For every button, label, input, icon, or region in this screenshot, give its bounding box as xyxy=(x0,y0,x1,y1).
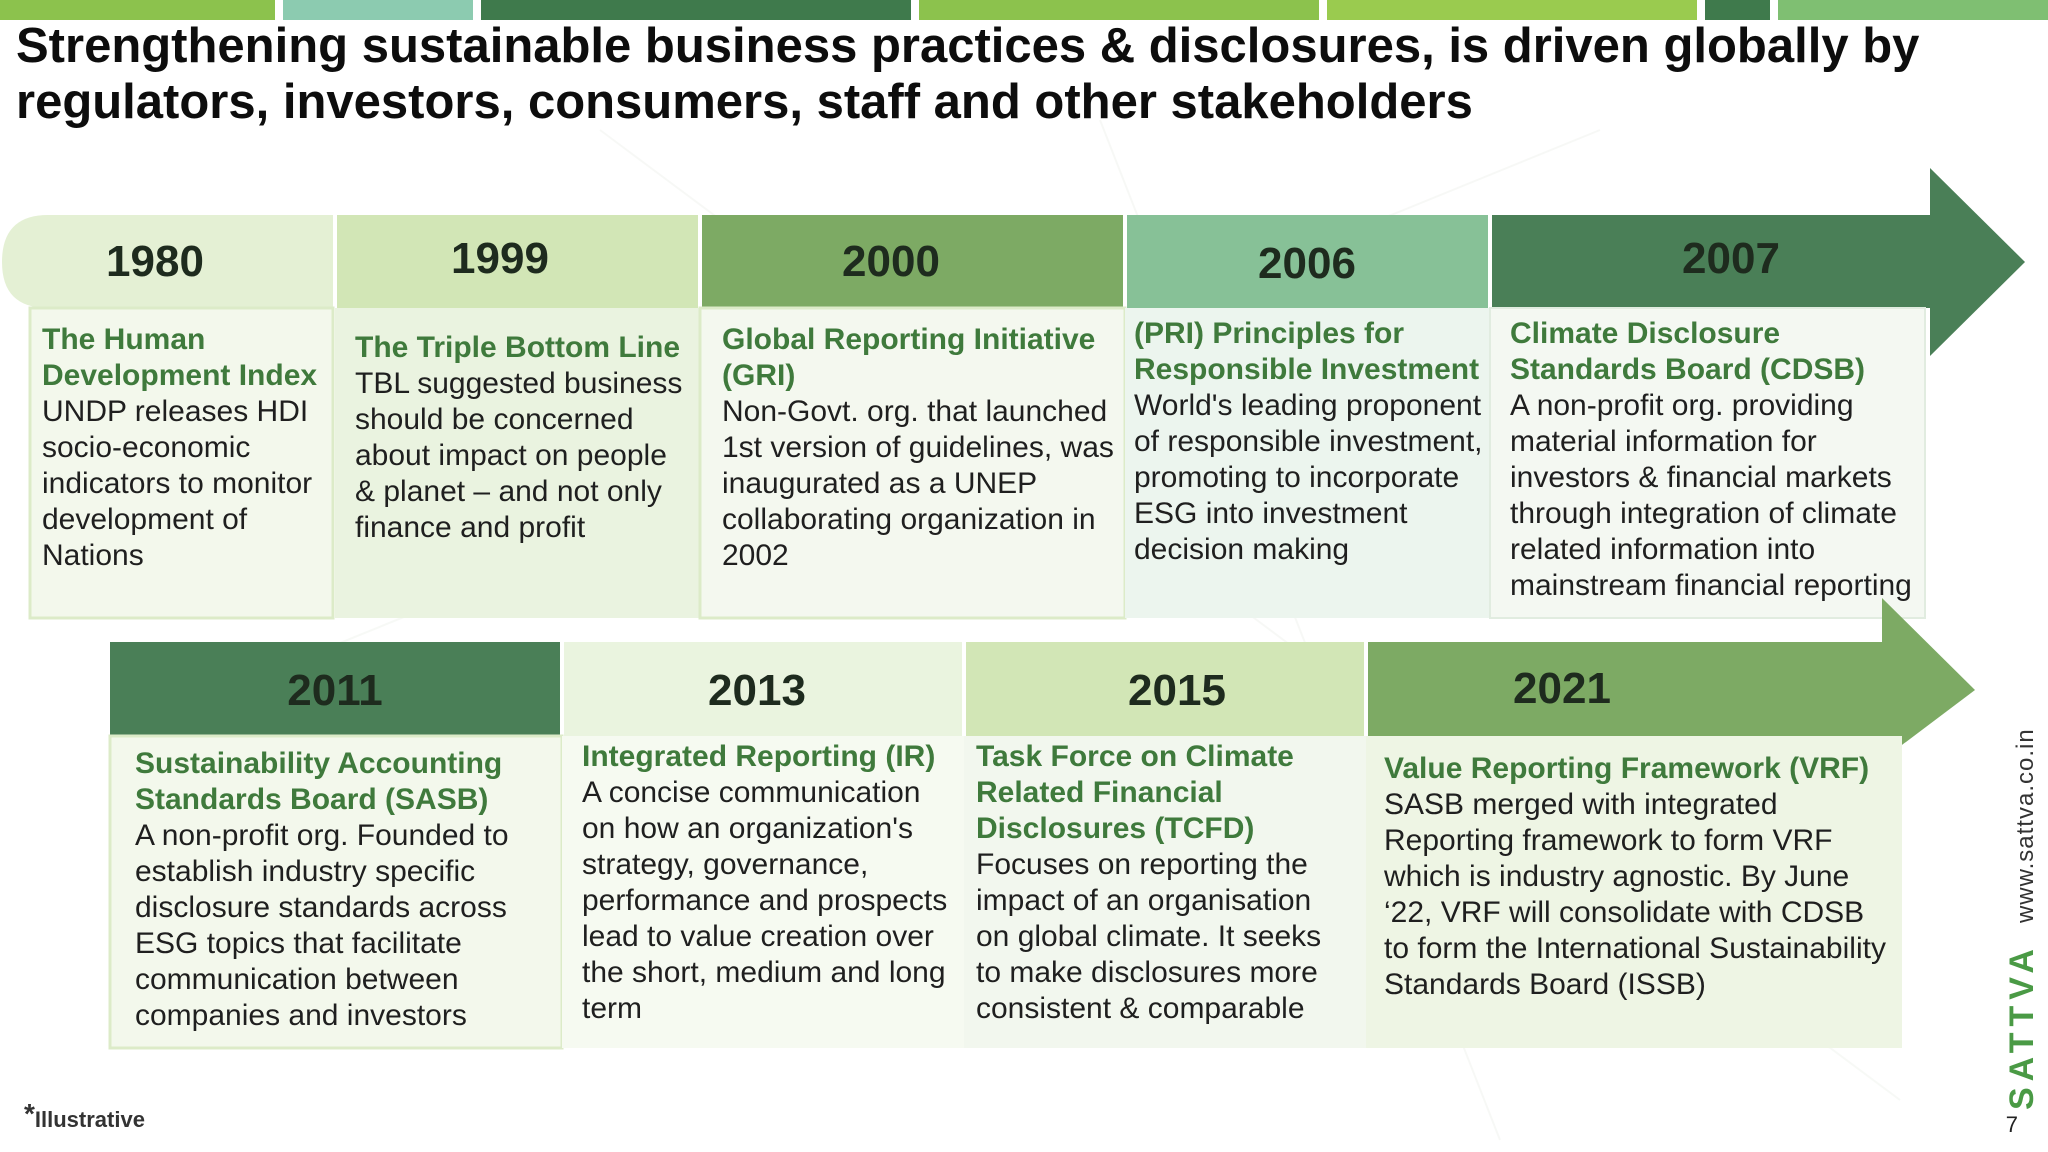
milestone-title: Global Reporting Initiative (GRI) xyxy=(722,323,1096,392)
row2-card-box-2011 xyxy=(108,734,564,1050)
row2-card-box-2013 xyxy=(562,736,964,1048)
row1-card-box-1999 xyxy=(335,308,700,618)
row2-year-cell-2015 xyxy=(964,642,1366,736)
row1-arrow-head xyxy=(1930,168,2025,356)
milestone-card-2006: (PRI) Principles for Responsible Investm… xyxy=(1134,316,1486,568)
page-number: 7 xyxy=(2005,1112,2018,1137)
row2-year-cell-2021 xyxy=(1366,642,1882,736)
top-decorative-strip xyxy=(0,0,2048,20)
milestone-title: Value Reporting Framework (VRF) xyxy=(1384,752,1870,785)
milestone-title: Climate Disclosure Standards Board (CDSB… xyxy=(1510,317,1866,386)
milestone-card-2021: Value Reporting Framework (VRF) SASB mer… xyxy=(1384,751,1896,1003)
milestone-card-2011: Sustainability Accounting Standards Boar… xyxy=(135,746,559,1034)
sattva-logo: SATTVA xyxy=(2003,943,2041,1110)
year-label-2021: 2021 xyxy=(1513,664,1611,713)
row1-year-cell-2000 xyxy=(700,215,1125,308)
row1-year-cell-1999 xyxy=(335,215,700,308)
milestone-card-1980: The Human Development Index UNDP release… xyxy=(42,322,330,574)
milestone-description: UNDP releases HDI socio-economic indicat… xyxy=(42,395,313,572)
milestone-card-2013: Integrated Reporting (IR) A concise comm… xyxy=(582,739,962,1027)
milestone-title: The Triple Bottom Line xyxy=(355,331,681,364)
milestone-title: Task Force on Climate Related Financial … xyxy=(976,740,1294,845)
milestone-title: Integrated Reporting (IR) xyxy=(582,740,936,773)
brand-vertical: SATTVA www.sattva.co.in xyxy=(2003,728,2047,1110)
year-label-1980: 1980 xyxy=(106,237,204,286)
milestone-description: A non-profit org. providing material inf… xyxy=(1510,389,1912,602)
row2-card-box-2015 xyxy=(964,736,1366,1048)
milestone-description: A non-profit org. Founded to establish i… xyxy=(135,819,509,1032)
footnote-illustrative: *Illustrative xyxy=(24,1098,145,1132)
year-label-2007: 2007 xyxy=(1682,234,1780,283)
milestone-card-2000: Global Reporting Initiative (GRI) Non-Go… xyxy=(722,322,1120,574)
milestone-card-2007: Climate Disclosure Standards Board (CDSB… xyxy=(1510,316,1922,604)
row2-year-cell-2013 xyxy=(562,642,964,736)
row1-year-cell-2007 xyxy=(1490,215,1930,308)
milestone-description: TBL suggested business should be concern… xyxy=(355,367,683,544)
row1-card-box-2000 xyxy=(698,306,1127,620)
year-label-1999: 1999 xyxy=(451,234,549,283)
row1-year-cell-2006 xyxy=(1125,215,1490,308)
milestone-title: Sustainability Accounting Standards Boar… xyxy=(135,747,503,816)
milestone-title: The Human Development Index xyxy=(42,323,318,392)
year-label-2006: 2006 xyxy=(1258,239,1356,288)
milestone-description: Non-Govt. org. that launched 1st version… xyxy=(722,395,1114,572)
row1-card-box-2006 xyxy=(1125,308,1490,618)
row1-card-box-2007 xyxy=(1489,307,1926,619)
brand-url: www.sattva.co.in xyxy=(2012,728,2039,924)
milestone-description: A concise communication on how an organi… xyxy=(582,776,948,1025)
milestone-description: SASB merged with integrated Reporting fr… xyxy=(1384,788,1886,1001)
page-title: Strengthening sustainable business pract… xyxy=(16,19,1920,129)
row1-year-cell-1980 xyxy=(2,215,335,308)
row2-year-cell-2011 xyxy=(110,642,562,736)
row2-card-box-2021 xyxy=(1366,736,1902,1048)
milestone-card-1999: The Triple Bottom Line TBL suggested bus… xyxy=(355,330,691,546)
row1-card-box-1980 xyxy=(28,306,335,620)
milestone-title: (PRI) Principles for Responsible Investm… xyxy=(1134,317,1480,386)
year-label-2000: 2000 xyxy=(842,237,940,286)
year-label-2011: 2011 xyxy=(287,666,383,715)
year-label-2013: 2013 xyxy=(708,666,806,715)
year-label-2015: 2015 xyxy=(1128,666,1226,715)
row2-arrow-head xyxy=(1882,598,1975,760)
milestone-description: Focuses on reporting the impact of an or… xyxy=(976,848,1322,1025)
milestone-description: World's leading proponent of responsible… xyxy=(1134,389,1483,566)
milestone-card-2015: Task Force on Climate Related Financial … xyxy=(976,739,1328,1027)
